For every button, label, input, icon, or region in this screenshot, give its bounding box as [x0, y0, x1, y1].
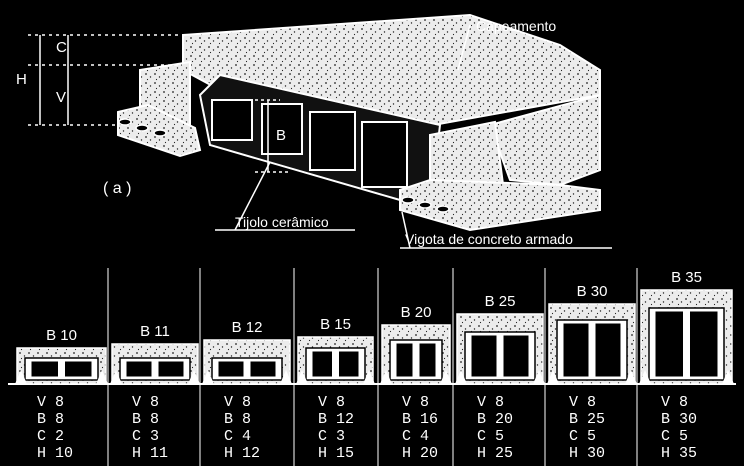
brick-cavity [395, 342, 414, 378]
spec-v: V 8 [477, 394, 504, 411]
brick-cavity [64, 360, 93, 378]
leader-lines [215, 24, 612, 249]
brick-cavity [338, 350, 360, 378]
spec-h: H 15 [318, 445, 354, 462]
brick-cavity [689, 310, 719, 378]
slab-type-name: B 25 [485, 293, 516, 310]
spec-c: C 4 [224, 428, 251, 445]
slab-type-name: B 12 [232, 319, 263, 336]
slab-type-name: B 10 [46, 327, 77, 344]
dimension-lines [28, 34, 290, 173]
spec-h: H 25 [477, 445, 513, 462]
spec-h: H 10 [37, 445, 73, 462]
capping-side [488, 93, 601, 187]
joist-foot [547, 370, 559, 384]
brick-cavity [30, 360, 59, 378]
spec-v: V 8 [661, 394, 688, 411]
brick-cavity [249, 360, 277, 378]
brick-cell [361, 121, 408, 188]
brick-cell [309, 111, 356, 171]
joist-right-base [399, 178, 601, 232]
spec-c: C 5 [477, 428, 504, 445]
dim-b-label: B [276, 127, 286, 144]
joist-foot [280, 370, 292, 384]
slab-type-name: B 30 [577, 283, 608, 300]
joist-foot [440, 370, 452, 384]
spec-c: C 5 [569, 428, 596, 445]
dim-v-label: V [56, 89, 66, 106]
spec-c: C 3 [132, 428, 159, 445]
spec-c: C 4 [402, 428, 429, 445]
spec-v: V 8 [132, 394, 159, 411]
brick-cavity [157, 360, 185, 378]
slab-type-name: B 11 [140, 323, 170, 340]
joist-foot [722, 370, 734, 384]
spec-b: B 8 [132, 411, 159, 428]
capping-label: Capeamento [476, 18, 556, 34]
spec-b: B 30 [661, 411, 697, 428]
brick-cavity [594, 322, 622, 378]
joist-foot [202, 370, 214, 384]
brick-cavity [470, 334, 498, 378]
spec-b: B 8 [37, 411, 64, 428]
spec-c: C 5 [661, 428, 688, 445]
spec-c: C 3 [318, 428, 345, 445]
spec-v: V 8 [402, 394, 429, 411]
brick-cavity [562, 322, 590, 378]
spec-b: B 25 [569, 411, 605, 428]
brick-cavity [125, 360, 153, 378]
spec-h: H 35 [661, 445, 697, 462]
joist-foot [15, 370, 27, 384]
spec-h: H 20 [402, 445, 438, 462]
spec-b: B 8 [224, 411, 251, 428]
spec-v: V 8 [37, 394, 64, 411]
spec-b: B 20 [477, 411, 513, 428]
joist-foot [455, 370, 467, 384]
perspective-drawing [117, 13, 601, 232]
slab-type-name: B 35 [671, 269, 702, 286]
spec-h: H 12 [224, 445, 260, 462]
spec-c: C 2 [37, 428, 64, 445]
joist-foot [110, 370, 122, 384]
brick-label: Tijolo cerâmico [235, 214, 329, 230]
rebar-ends [118, 118, 450, 213]
joist-foot [639, 370, 651, 384]
spec-v: V 8 [224, 394, 251, 411]
spec-h: H 30 [569, 445, 605, 462]
joist-foot [96, 370, 108, 384]
brick-cavity [502, 334, 530, 378]
brick-cavity [418, 342, 437, 378]
slab-sections: B 10V 8B 8C 2H 10B 11V 8B 8C 3H 11B 12V … [15, 268, 734, 466]
slab-type-name: B 20 [401, 304, 432, 321]
joist-foot [296, 370, 308, 384]
joist-foot [363, 370, 375, 384]
joist-foot [533, 370, 545, 384]
spec-v: V 8 [569, 394, 596, 411]
figure-label: ( a ) [103, 180, 131, 197]
slab-type-name: B 15 [320, 316, 351, 333]
brick-cell [211, 99, 253, 141]
joist-foot [188, 370, 200, 384]
joist-label: Vigota de concreto armado [405, 231, 573, 247]
spec-b: B 16 [402, 411, 438, 428]
spec-v: V 8 [318, 394, 345, 411]
spec-h: H 11 [132, 445, 168, 462]
joist-foot [380, 370, 392, 384]
dim-c-label: C [56, 39, 67, 56]
joist-foot [625, 370, 637, 384]
brick-cavity [654, 310, 684, 378]
brick-cavity [311, 350, 333, 378]
dim-h-label: H [16, 71, 27, 88]
spec-b: B 12 [318, 411, 354, 428]
brick-cavity [217, 360, 245, 378]
